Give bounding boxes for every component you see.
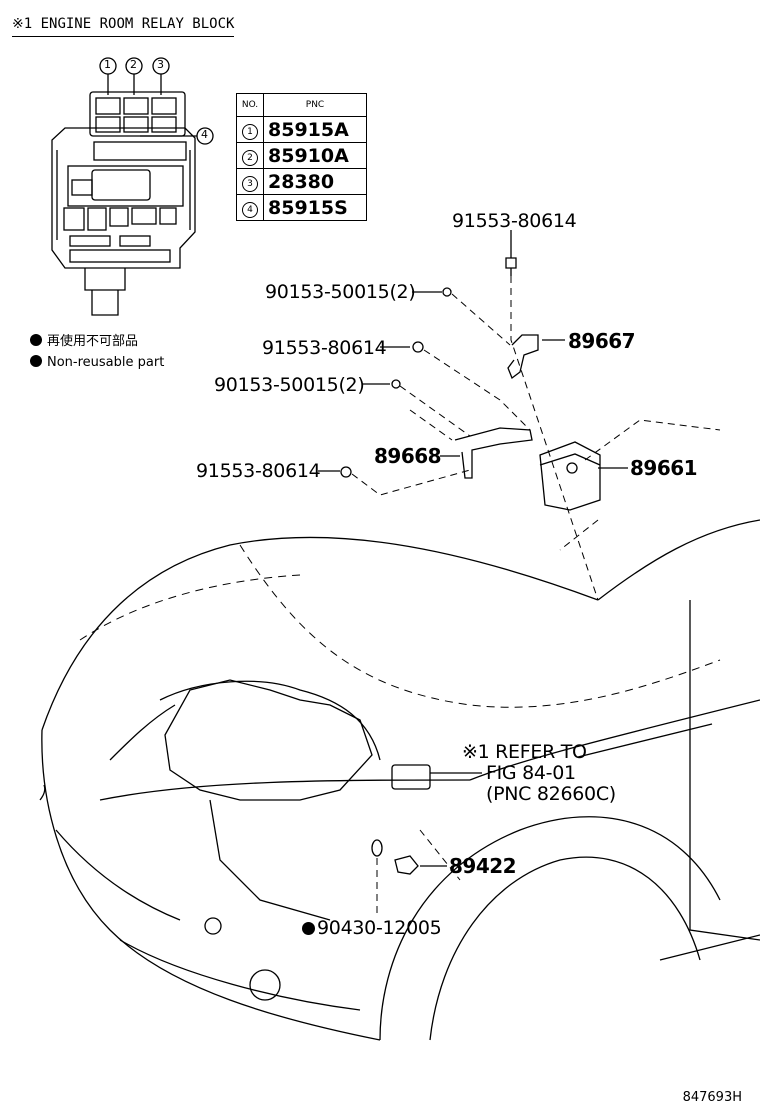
part-number-90430: 90430-12005 xyxy=(317,917,442,939)
title-underline xyxy=(12,36,234,37)
pnc-code: 85915A xyxy=(263,116,367,143)
part-label-89661: 89661 xyxy=(630,456,698,480)
part-label-91553-top: 91553-80614 xyxy=(452,210,577,232)
pnc-table-header: NO. PNC xyxy=(236,93,367,117)
row-number: 3 xyxy=(242,176,258,192)
legend-japanese: 再使用不可部品 xyxy=(30,334,138,348)
no-column-header: NO. xyxy=(236,93,264,117)
part-label-89422: 89422 xyxy=(449,854,517,878)
relay-block-illustration xyxy=(51,91,196,316)
diagram-title: ※1 ENGINE ROOM RELAY BLOCK xyxy=(12,16,235,32)
pnc-code: 85910A xyxy=(263,142,367,169)
non-reusable-bullet-icon xyxy=(302,922,315,935)
non-reusable-bullet-icon xyxy=(30,355,42,367)
pnc-code: 85915S xyxy=(263,194,367,221)
pnc-code: 28380 xyxy=(263,168,367,195)
table-row: 2 85910A xyxy=(236,142,367,169)
part-label-90153-b: 90153-50015(2) xyxy=(214,374,365,396)
table-row: 4 85915S xyxy=(236,194,367,221)
pnc-column-header: PNC xyxy=(263,93,367,117)
legend-ja-text: 再使用不可部品 xyxy=(47,334,139,349)
part-label-90430: 90430-12005 xyxy=(302,917,442,939)
row-number: 2 xyxy=(242,150,258,166)
refer-note-line-3: (PNC 82660C) xyxy=(486,783,616,805)
pnc-table: NO. PNC 1 85915A 2 85910A 3 28380 4 8591… xyxy=(236,93,367,221)
illustration-code: 847693H xyxy=(682,1090,742,1105)
part-label-90153-a: 90153-50015(2) xyxy=(265,281,416,303)
part-label-89667: 89667 xyxy=(568,329,636,353)
callout-2: 2 xyxy=(130,58,137,71)
part-label-91553-mid: 91553-80614 xyxy=(262,337,387,359)
callout-4: 4 xyxy=(201,128,208,141)
table-row: 1 85915A xyxy=(236,116,367,143)
legend-english: Non-reusable part xyxy=(30,355,164,369)
callout-1: 1 xyxy=(104,58,111,71)
refer-note-line-1: ※1 REFER TO xyxy=(462,741,587,763)
table-row: 3 28380 xyxy=(236,168,367,195)
row-number: 1 xyxy=(242,124,258,140)
non-reusable-bullet-icon xyxy=(30,334,42,346)
part-label-89668: 89668 xyxy=(374,444,442,468)
row-number: 4 xyxy=(242,202,258,218)
refer-note-line-2: FIG 84-01 xyxy=(486,762,576,784)
legend-en-text: Non-reusable part xyxy=(47,355,165,370)
part-label-91553-low: 91553-80614 xyxy=(196,460,321,482)
callout-3: 3 xyxy=(157,58,164,71)
vehicle-front-illustration xyxy=(39,519,760,1041)
